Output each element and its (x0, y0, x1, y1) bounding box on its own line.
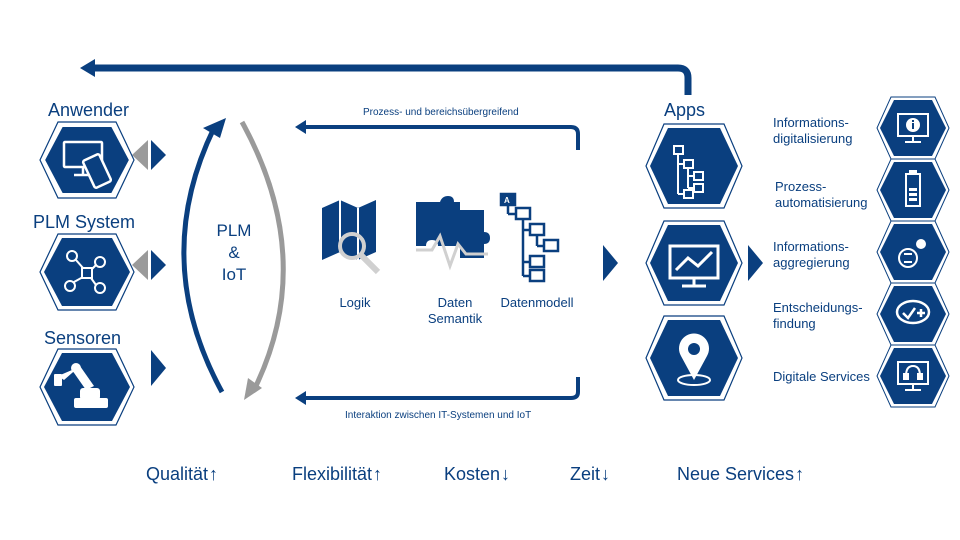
top-flow-arrow-head (295, 120, 306, 134)
check-plus-bubble-icon (895, 299, 931, 325)
chevron-to-apps (603, 245, 618, 281)
output-label-2: Prozess- automatisierung (775, 179, 868, 210)
bottom-flow-arrow (305, 377, 580, 400)
trend-up-icon: ↑ (209, 464, 219, 484)
output-hex-4 (876, 282, 950, 346)
battery-icon (905, 170, 921, 207)
trend-down-icon: ↓ (601, 464, 611, 484)
puzzle-icon (416, 196, 490, 271)
cycle-label: PLM & IoT (206, 220, 262, 286)
source-pointer-2 (132, 250, 148, 280)
layer-label-logik: Logik (339, 295, 371, 310)
devices-icon (62, 140, 113, 189)
source-label-sensoren: Sensoren (44, 328, 122, 348)
output-hex-5 (876, 344, 950, 408)
top-flow-label: Prozess- und bereichsübergreifend (363, 107, 519, 118)
metric-label: Kosten (444, 464, 501, 484)
source-pointer-3 (151, 350, 166, 386)
layer-label-datenmodell: Datenmodell (500, 295, 574, 310)
trend-up-icon: ↑ (373, 464, 383, 484)
bottom-flow-arrow-head (295, 391, 306, 405)
source-hex-2 (39, 233, 135, 311)
output-label-3: Informations- aggregierung (773, 239, 850, 270)
cycle-label-line1: PLM (216, 221, 252, 240)
cycle-label-line3: IoT (221, 265, 247, 284)
robot-arm-icon (54, 363, 108, 408)
output-label-1: Informations- digitalisierung (773, 115, 853, 146)
app-chart-monitor-icon (668, 244, 720, 288)
headset-monitor-icon (897, 361, 929, 391)
source-pointer-1b (151, 140, 166, 170)
app-tree-icon (673, 145, 704, 199)
source-pointer-1 (132, 140, 148, 170)
metric-label: Flexibilität (292, 464, 373, 484)
data-model-badge: A (504, 196, 510, 205)
trend-down-icon: ↓ (501, 464, 511, 484)
source-label-anwender: Anwender (48, 100, 130, 120)
data-model-tree-icon (499, 192, 560, 283)
refresh-gear-icon (898, 239, 926, 268)
output-hex-3 (876, 220, 950, 284)
metric-zeit: Zeit↓ (570, 464, 610, 485)
bottom-flow-label: Interaktion zwischen IT-Systemen und IoT (345, 410, 532, 421)
info-monitor-icon (897, 113, 929, 143)
metric-neue-services: Neue Services↑ (677, 464, 804, 485)
cycle-arc-blue (181, 126, 225, 394)
map-search-icon (322, 200, 381, 275)
cycle-label-line2: & (228, 243, 240, 262)
chevron-to-outputs (748, 245, 763, 281)
feedback-arrow (92, 64, 692, 95)
layer-label-daten-semantik: Daten Semantik (427, 295, 483, 326)
source-label-plm-system: PLM System (33, 212, 136, 232)
output-label-4: Entscheidungs- findung (773, 300, 863, 331)
output-label-5: Digitale Services (773, 369, 870, 384)
metric-flexibilitaet: Flexibilität↑ (292, 464, 382, 485)
metric-label: Neue Services (677, 464, 795, 484)
feedback-arrow-head (80, 59, 95, 77)
trend-up-icon: ↑ (795, 464, 805, 484)
metric-qualitaet: Qualität↑ (146, 464, 218, 485)
metric-label: Zeit (570, 464, 601, 484)
cycle-arc-grey (239, 120, 286, 392)
apps-title: Apps (664, 100, 706, 120)
metric-label: Qualität (146, 464, 209, 484)
source-pointer-2b (151, 250, 166, 280)
app-location-pin-icon (677, 333, 711, 386)
cycle-arc-blue-head (203, 118, 226, 138)
network-gear-icon (64, 250, 106, 294)
cycle-arc-grey-head (244, 378, 262, 400)
top-flow-arrow (305, 125, 580, 150)
metric-kosten: Kosten↓ (444, 464, 510, 485)
